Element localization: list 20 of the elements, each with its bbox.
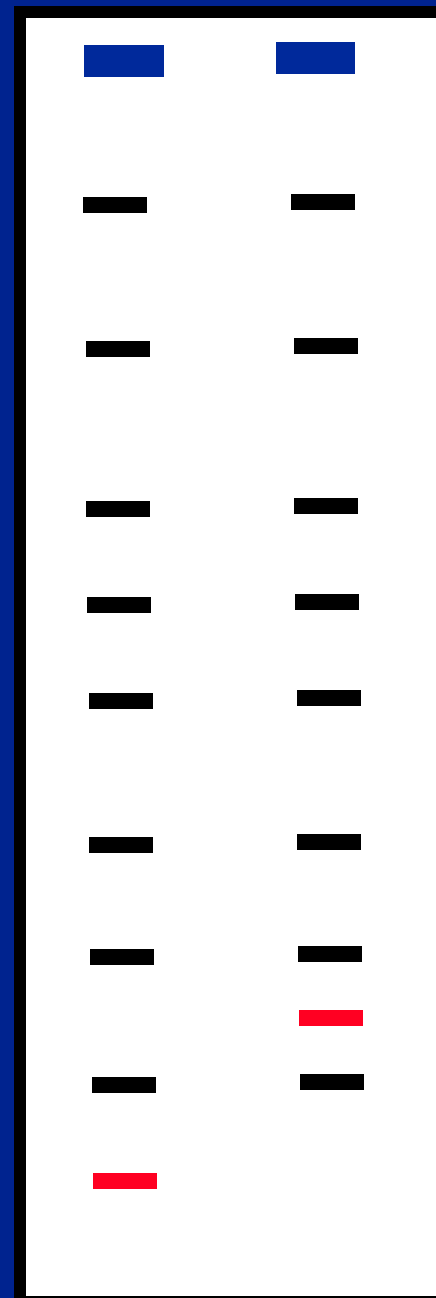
bar-mark (295, 594, 359, 610)
bar-mark (89, 837, 153, 853)
bar-mark (92, 1077, 156, 1093)
bar-mark (86, 341, 150, 357)
bar-mark (276, 42, 355, 74)
bar-mark (298, 946, 362, 962)
bar-mark (87, 597, 151, 613)
bar-mark (86, 501, 150, 517)
bar-mark (294, 338, 358, 354)
bar-mark (291, 194, 355, 210)
bar-mark (297, 834, 361, 850)
bar-mark (84, 45, 164, 77)
bar-mark (300, 1074, 364, 1090)
bar-mark (83, 197, 147, 213)
bar-mark (299, 1010, 363, 1026)
bar-mark (90, 949, 154, 965)
bar-mark (297, 690, 361, 706)
bar-mark (93, 1173, 157, 1189)
bar-mark (294, 498, 358, 514)
bar-mark (89, 693, 153, 709)
